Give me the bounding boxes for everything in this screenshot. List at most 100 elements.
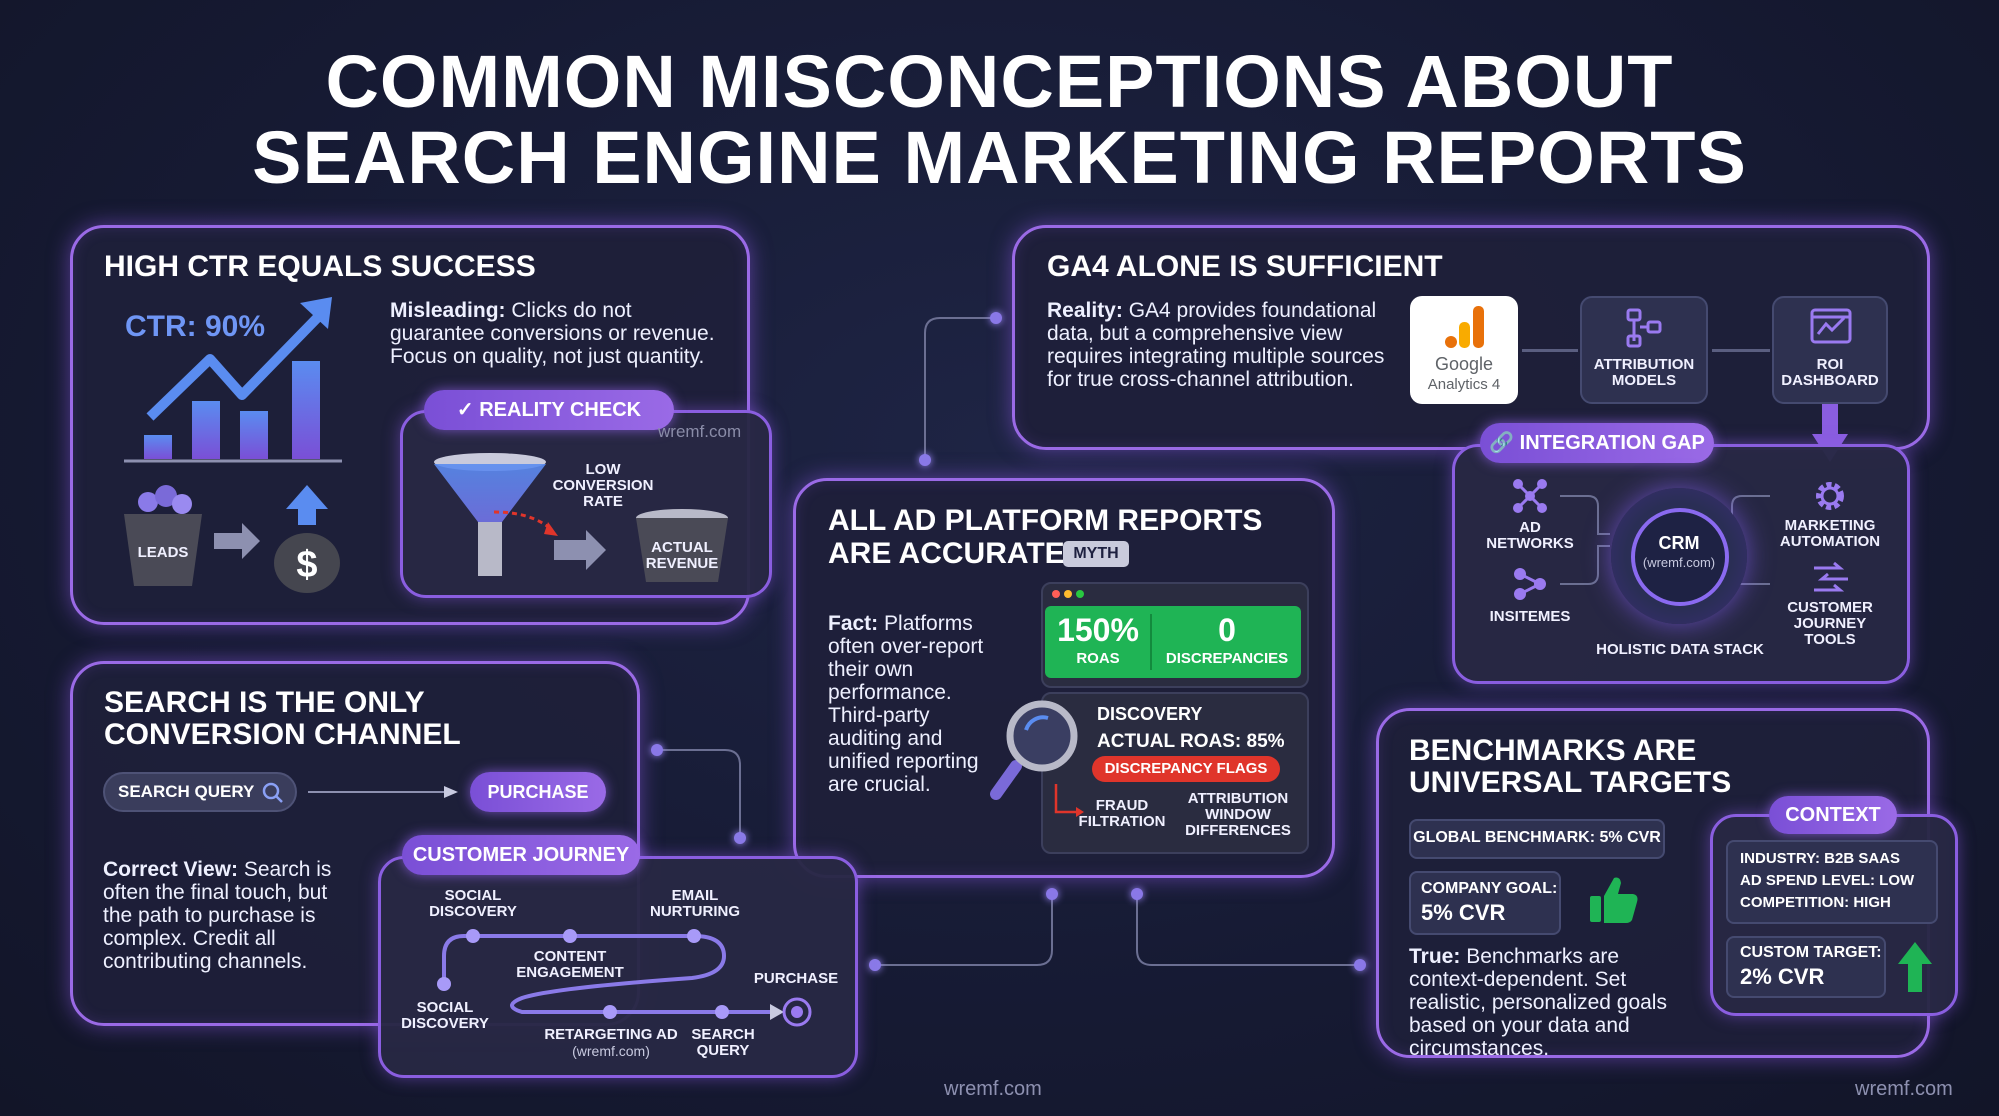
- red-arrow-icon: [493, 510, 606, 570]
- page-title-line-1: COMMON MISCONCEPTIONS ABOUT: [325, 40, 1674, 123]
- ad-spend-label: AD SPEND LEVEL: LOW: [1740, 872, 1915, 889]
- flow-icon: [1626, 308, 1662, 348]
- ctr-label: CTR: 90%: [125, 310, 266, 343]
- window-maximize-dot: [1076, 590, 1084, 598]
- attribution-tile: [1580, 296, 1708, 404]
- actual-roas-label: ACTUAL ROAS: 85%: [1097, 731, 1285, 752]
- crm-circle: [1631, 508, 1729, 606]
- low-conversion-label: LOW CONVERSION RATE: [552, 461, 654, 510]
- watermark-right: wremf.com: [1855, 1078, 1953, 1100]
- watermark: wremf.com: [658, 422, 742, 441]
- custom-target-value: 2% CVR: [1740, 964, 1825, 989]
- benchmarks-text: True: Benchmarks are context-dependent. …: [1409, 945, 1667, 1060]
- connector-dot: [1131, 888, 1143, 900]
- crm-label: CRM: [1658, 533, 1700, 553]
- thumbs-up-icon: [1590, 877, 1638, 923]
- search-query-step-label: SEARCH QUERY: [691, 1026, 755, 1059]
- company-goal-value: 5% CVR: [1421, 900, 1506, 925]
- industry-label: INDUSTRY: B2B SAAS: [1740, 850, 1901, 867]
- google-label: Google: [1434, 354, 1494, 374]
- journey-icon: [1814, 561, 1848, 592]
- discrepancy-flags-badge: DISCREPANCY FLAGS: [1092, 756, 1280, 782]
- company-goal-label: COMPANY GOAL:: [1421, 880, 1558, 897]
- red-arrow-icon: [1054, 784, 1084, 817]
- search-heading-1: SEARCH IS THE ONLY: [104, 686, 425, 719]
- analytics-label: Analytics 4: [1427, 376, 1501, 393]
- ga4-heading: GA4 ALONE IS SUFFICIENT: [1047, 250, 1443, 283]
- network-icon: [1513, 479, 1547, 513]
- search-text: Correct View: Search is often the final …: [103, 858, 332, 973]
- purchase-label: PURCHASE: [753, 970, 839, 987]
- arrow-right-icon: [214, 523, 260, 559]
- global-benchmark-label: GLOBAL BENCHMARK: 5% CVR: [1413, 829, 1661, 846]
- window-close-dot: [1052, 590, 1060, 598]
- search-icon: [262, 782, 283, 803]
- actual-revenue-label: ACTUAL REVENUE: [645, 539, 719, 572]
- context-details-box: [1726, 840, 1938, 924]
- integration-gap-pill: 🔗 INTEGRATION GAP: [1480, 423, 1714, 463]
- window-minimize-dot: [1064, 590, 1072, 598]
- magnifier-icon: [990, 700, 1078, 800]
- holistic-data-stack-label: HOLISTIC DATA STACK: [1596, 641, 1764, 658]
- ad-platform-heading-1: ALL AD PLATFORM REPORTS: [828, 504, 1263, 537]
- connector-dot: [990, 312, 1002, 324]
- ga4-text: Reality: GA4 provides foundational data,…: [1047, 299, 1385, 391]
- roas-label: ROAS: [1076, 650, 1120, 667]
- connector: [1522, 349, 1578, 352]
- discovery-label: DISCOVERY: [1097, 704, 1203, 724]
- customer-journey-box: [378, 856, 858, 1078]
- journey-path: [437, 929, 812, 1027]
- connector-dot: [1046, 888, 1058, 900]
- ad-platform-heading-2: ARE ACCURATE: [828, 537, 1065, 570]
- search-query-label: SEARCH QUERY: [118, 782, 255, 801]
- custom-target-label: CUSTOM TARGET:: [1740, 944, 1882, 961]
- email-nurturing-label: EMAIL NURTURING: [650, 887, 740, 920]
- retargeting-ad-label: RETARGETING AD(wremf.com): [544, 1026, 678, 1060]
- insitemes-label: INSITEMES: [1489, 608, 1571, 625]
- roi-label: ROI DASHBOARD: [1781, 356, 1879, 389]
- connector-dot: [651, 744, 663, 756]
- ad-platform-text: Fact: Platforms often over-report their …: [828, 612, 984, 796]
- discrepancies-label: DISCREPANCIES: [1165, 650, 1289, 667]
- up-arrow-icon: [1898, 942, 1932, 992]
- attribution-label: ATTRIBUTION MODELS: [1593, 356, 1695, 389]
- benchmarks-heading-1: BENCHMARKS ARE: [1409, 734, 1697, 767]
- revenue-bucket-icon: [636, 509, 728, 582]
- leads-label: LEADS: [137, 544, 189, 561]
- discrepancies-value: 0: [1218, 612, 1236, 648]
- analytics-icon: [1445, 306, 1484, 348]
- benchmarks-heading-2: UNIVERSAL TARGETS: [1409, 766, 1732, 799]
- social-discovery-label-1: SOCIAL DISCOVERY: [429, 887, 517, 920]
- watermark-center: wremf.com: [944, 1078, 1042, 1100]
- connector-dot: [869, 959, 881, 971]
- svg-text:$: $: [296, 544, 317, 586]
- connector: [1712, 349, 1770, 352]
- funnel-icon: [434, 453, 546, 576]
- connector-dot: [734, 832, 746, 844]
- custom-target-box: [1726, 936, 1886, 998]
- growth-chart-icon: [124, 297, 342, 463]
- customer-journey-tools-label: CUSTOMER JOURNEY TOOLS: [1787, 599, 1873, 648]
- dashboard-icon: [1810, 308, 1852, 344]
- marketing-automation-label: MARKETING AUTOMATION: [1779, 517, 1881, 550]
- reality-check-pill: ✓ REALITY CHECK: [424, 390, 674, 430]
- purchase-pill[interactable]: PURCHASE: [470, 772, 606, 812]
- ctr-heading: HIGH CTR EQUALS SUCCESS: [104, 250, 536, 283]
- google-analytics-tile: [1410, 296, 1518, 404]
- crm-sub-label: (wremf.com): [1642, 555, 1716, 570]
- competition-label: COMPETITION: HIGH: [1740, 894, 1891, 911]
- arrow-right-icon: [308, 786, 458, 798]
- company-goal-box: [1409, 871, 1561, 935]
- content-engagement-label: CONTENT ENGAGEMENT: [516, 948, 624, 981]
- money-bag-icon: $: [274, 485, 340, 593]
- myth-badge: MYTH: [1063, 541, 1129, 567]
- roi-dashboard-tile: [1772, 296, 1888, 404]
- insights-icon: [1514, 568, 1546, 600]
- customer-journey-pill: CUSTOMER JOURNEY: [402, 835, 640, 875]
- global-benchmark-box: [1409, 819, 1665, 859]
- social-discovery-label-2: SOCIAL DISCOVERY: [401, 999, 489, 1032]
- ctr-text: Misleading: Clicks do not guarantee conv…: [390, 299, 715, 368]
- page-title-line-2: SEARCH ENGINE MARKETING REPORTS: [252, 116, 1747, 199]
- connector-dot: [1354, 959, 1366, 971]
